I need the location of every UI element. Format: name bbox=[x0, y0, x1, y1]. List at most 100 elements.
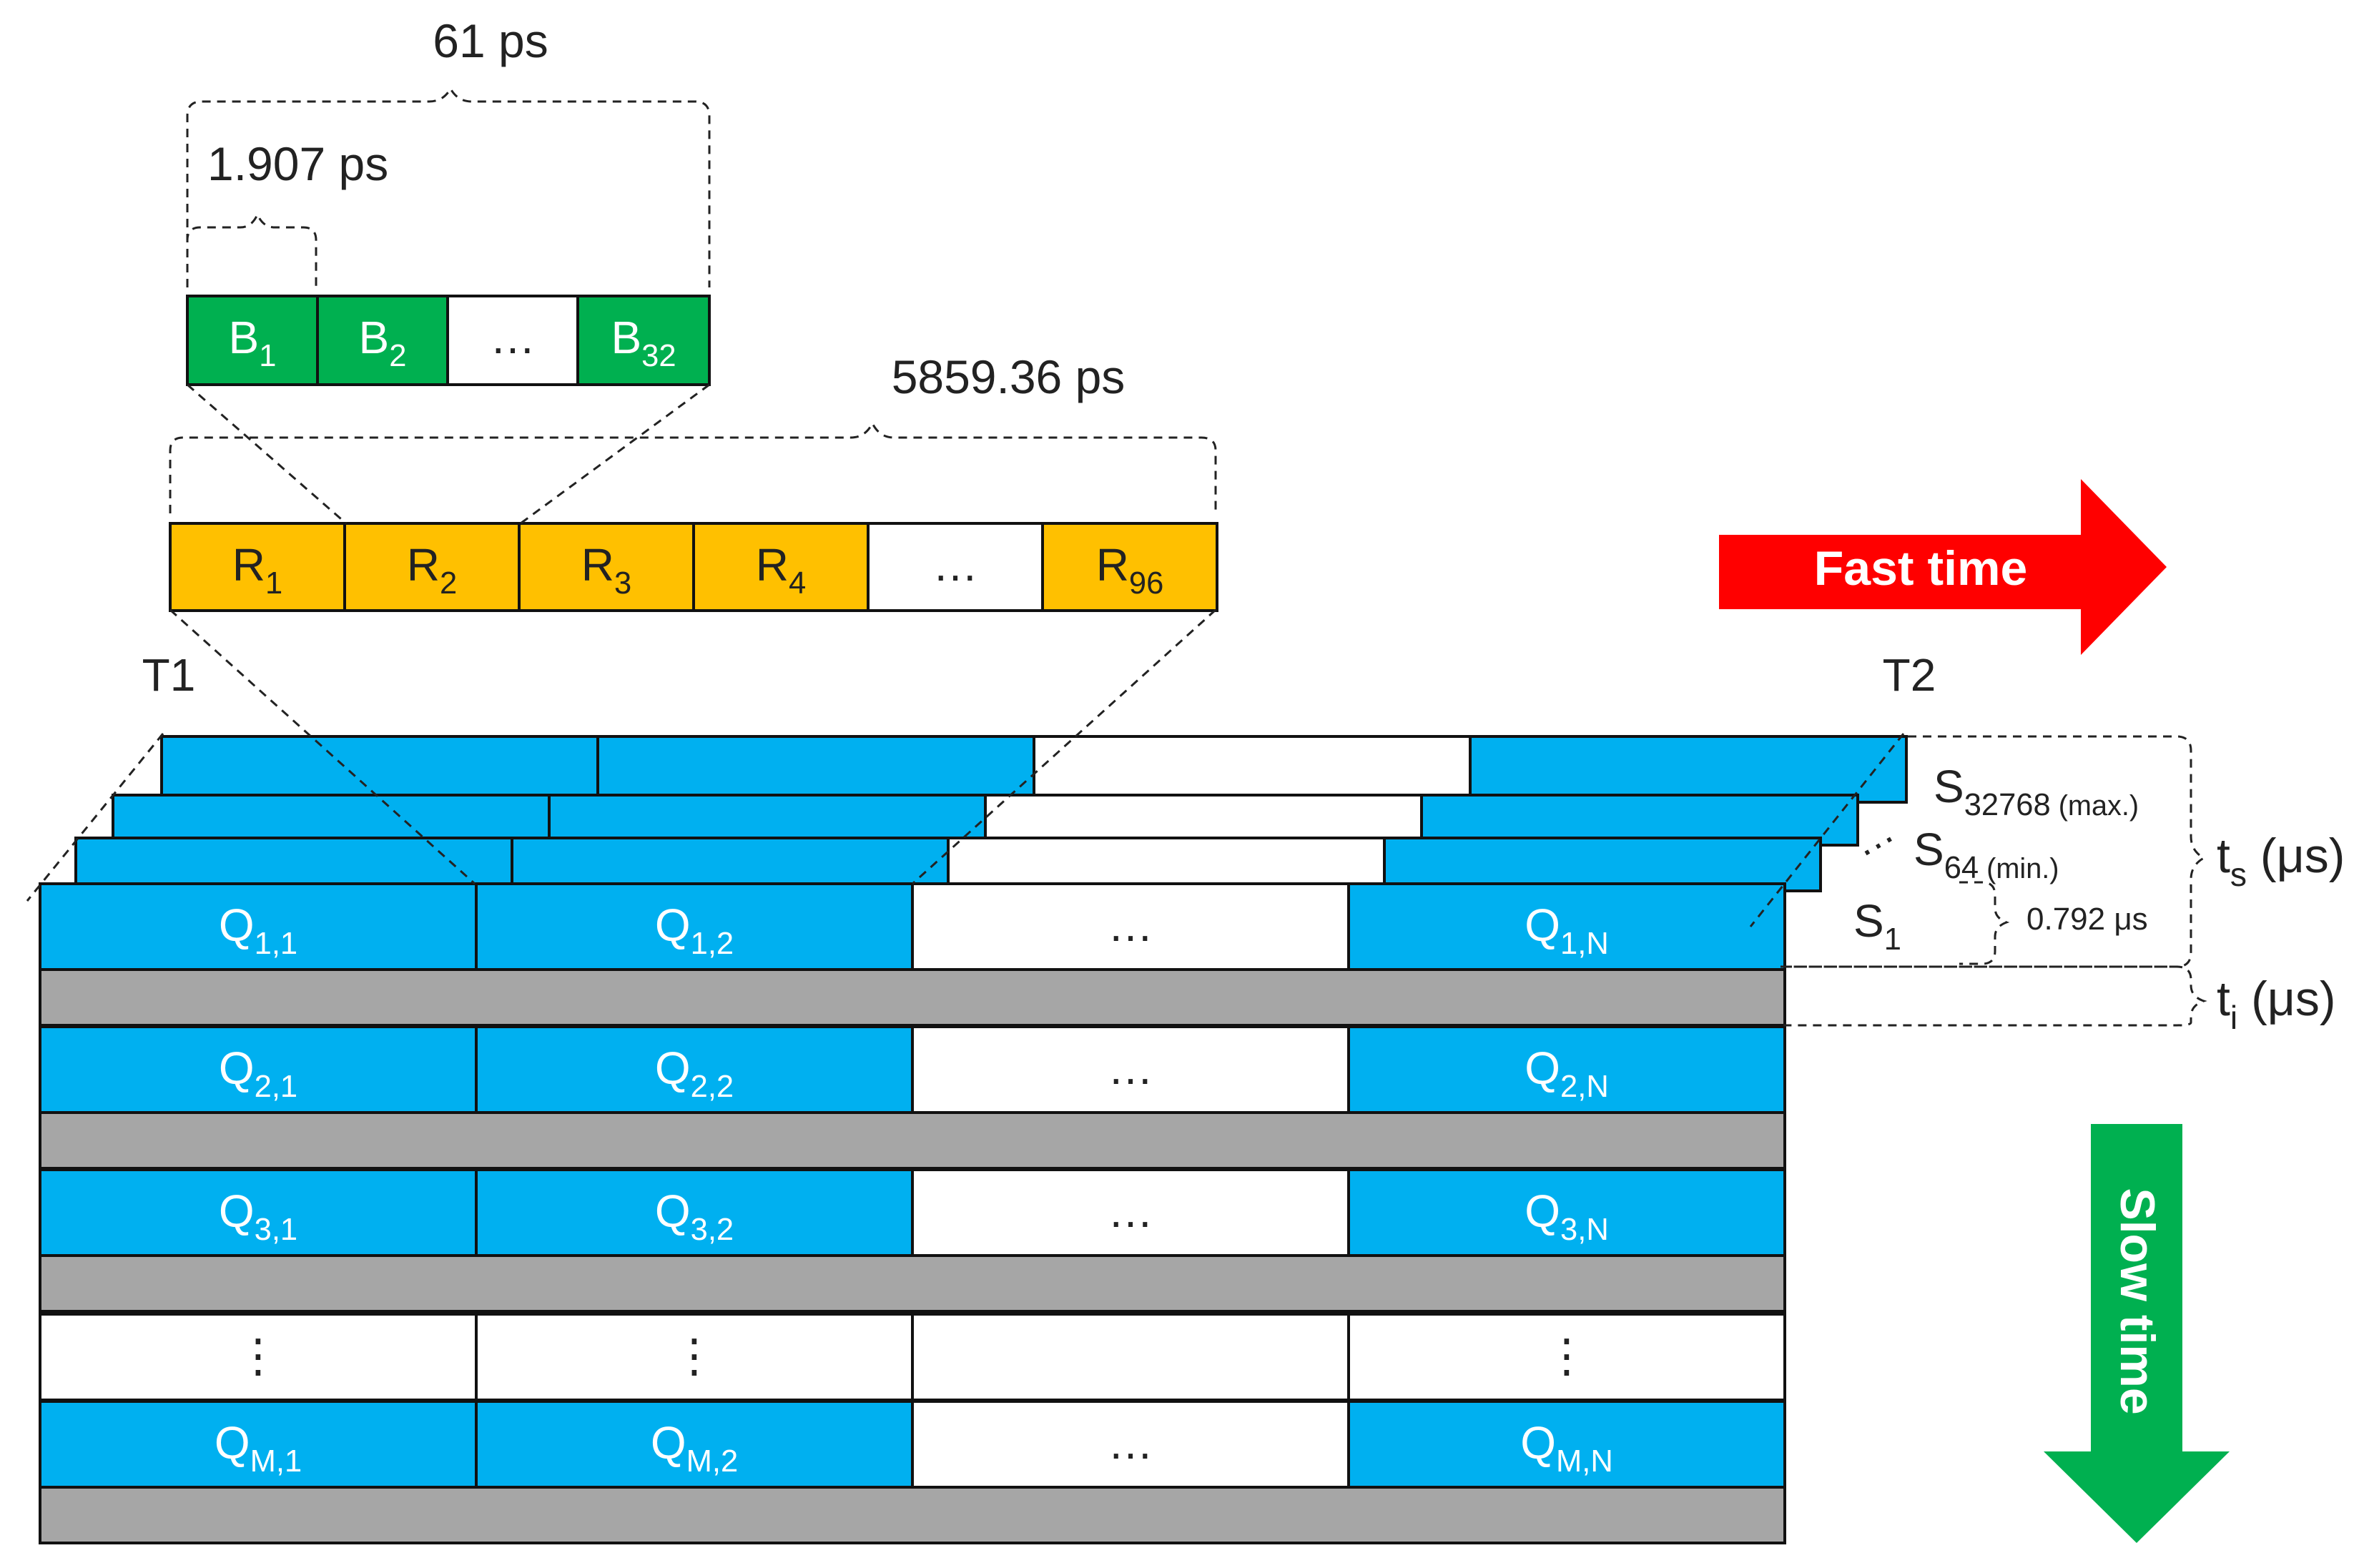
time-labels: ts (μs)ti (μs) bbox=[2217, 829, 2345, 1036]
grid-cell-label: Q2,1 bbox=[219, 1042, 297, 1104]
range-bin-cell bbox=[169, 522, 346, 612]
label-t1: T1 bbox=[142, 649, 196, 701]
brace-0792us bbox=[1959, 881, 2010, 965]
ti-label-base: t bbox=[2217, 972, 2230, 1026]
grid-cell-label: … bbox=[1108, 899, 1153, 951]
range-bin-label-base: … bbox=[932, 539, 978, 591]
sweep-layer-cell bbox=[1469, 735, 1908, 804]
sweep-label: S1 bbox=[1853, 895, 1901, 957]
brace-5859ps bbox=[169, 420, 1217, 513]
bit-cell-label: … bbox=[490, 312, 536, 363]
range-bin-cell bbox=[518, 522, 695, 612]
ts-label-suffix: (μs) bbox=[2247, 829, 2345, 883]
range-bin-cell bbox=[1041, 522, 1218, 612]
grid-cell-label-base: Q bbox=[655, 1185, 691, 1237]
ti-label-suffix: (μs) bbox=[2237, 972, 2335, 1026]
grid-cell-label-base: Q bbox=[219, 1042, 255, 1094]
sweep-labels: S32768 (max.)S64 (min.)S1 bbox=[1853, 761, 2139, 957]
bit-cell bbox=[446, 295, 579, 386]
range-bin-label: R3 bbox=[581, 539, 631, 601]
range-bin-label: R2 bbox=[407, 539, 457, 601]
grid-cell-label-subscript: 3,2 bbox=[691, 1213, 734, 1247]
sweep-layer-cell bbox=[1033, 735, 1472, 804]
grid-cell-label: Q3,N bbox=[1525, 1185, 1609, 1247]
grid-cell-label-base: Q bbox=[215, 1417, 250, 1469]
grid-cell bbox=[475, 1168, 914, 1257]
sweep-label-subscript: 32768 bbox=[1964, 788, 2051, 822]
range-bin-cell bbox=[343, 522, 521, 612]
grid-cell-label: Q1,N bbox=[1525, 899, 1609, 961]
grid-cell bbox=[475, 882, 914, 971]
brace-ts bbox=[1781, 735, 2207, 968]
grid-cell-label: Q3,1 bbox=[219, 1185, 297, 1247]
ts-label-base: t bbox=[2217, 829, 2230, 883]
label-5859ps: 5859.36 ps bbox=[892, 350, 1126, 403]
sweep-label-base: S bbox=[1914, 824, 1944, 875]
zoom-guide-lines bbox=[26, 383, 1905, 927]
bit-cell-label: B2 bbox=[359, 312, 407, 373]
grid-cell-label-base: ⋮ bbox=[671, 1330, 717, 1381]
range-bin-label-base: R bbox=[1096, 539, 1129, 591]
grid-cell-label-subscript: M,1 bbox=[250, 1444, 302, 1479]
grid-cell bbox=[39, 1400, 478, 1489]
range-bin-label: R96 bbox=[1096, 539, 1164, 601]
grid-cell bbox=[911, 1168, 1350, 1257]
grid-cell-label: … bbox=[1108, 1417, 1153, 1469]
range-bin-label-subscript: 4 bbox=[789, 566, 806, 601]
ti-label: ti (μs) bbox=[2217, 972, 2336, 1036]
brace-61ps bbox=[186, 86, 711, 287]
sweep-label-suffix: (min.) bbox=[1979, 853, 2059, 884]
grid-cell-label-subscript: 1,2 bbox=[691, 927, 734, 961]
grid-cell bbox=[1347, 882, 1786, 971]
label-1907ps: 1.907 ps bbox=[207, 137, 388, 190]
range-bin-label-base: R bbox=[407, 539, 440, 591]
bit-cell-label: B32 bbox=[611, 312, 676, 373]
grid-cell-label: QM,N bbox=[1520, 1417, 1613, 1479]
slow-time-arrow: Slow time bbox=[2044, 1124, 2230, 1543]
grid-cell-label-base: Q bbox=[655, 899, 691, 951]
grid-cell-label-base: Q bbox=[1520, 1417, 1556, 1469]
grid-cell bbox=[39, 1168, 478, 1257]
bit-cell-label: B1 bbox=[229, 312, 277, 373]
bit-cell-label-subscript: 1 bbox=[259, 339, 276, 373]
sweep-label-base: S bbox=[1934, 761, 1964, 812]
grid-cell-label: ⋮ bbox=[671, 1330, 717, 1381]
label-t2: T2 bbox=[1883, 649, 1936, 701]
grid-cell-label-subscript: M,N bbox=[1556, 1444, 1613, 1479]
bit-cell-label-base: … bbox=[490, 312, 536, 363]
range-bin-label-base: R bbox=[756, 539, 789, 591]
grid-cell-label-subscript: 3,N bbox=[1560, 1213, 1609, 1247]
fast-time-label: Fast time bbox=[1814, 541, 2028, 596]
grid-cell bbox=[911, 1313, 1350, 1401]
grid-cell-label-base: Q bbox=[1525, 1042, 1560, 1094]
sweep-label-subscript: 1 bbox=[1884, 922, 1901, 957]
grid-cell-label: QM,1 bbox=[215, 1417, 302, 1479]
grid-cell-label-base: Q bbox=[219, 1185, 255, 1237]
sweep-layer-cell bbox=[511, 837, 950, 892]
grid-cell-label: Q3,2 bbox=[655, 1185, 734, 1247]
grid-cell-label: Q2,N bbox=[1525, 1042, 1609, 1104]
bit-cell-label-subscript: 2 bbox=[389, 339, 406, 373]
grid-cell-label-subscript: M,2 bbox=[686, 1444, 739, 1479]
grid-cell bbox=[475, 1025, 914, 1114]
range-bin-label: R4 bbox=[756, 539, 806, 601]
interval-bar bbox=[39, 1486, 1786, 1544]
grid-cell-label-base: Q bbox=[219, 899, 255, 951]
grid-cell-label-base: Q bbox=[655, 1042, 691, 1094]
sweep-label: S32768 (max.) bbox=[1934, 761, 2139, 822]
range-bin-label: R1 bbox=[232, 539, 282, 601]
grid-cell-label-subscript: 1,1 bbox=[255, 927, 298, 961]
grid-cell-label: ⋮ bbox=[1544, 1330, 1590, 1381]
grid-cell-label-base: … bbox=[1108, 1042, 1153, 1094]
range-bin-label-subscript: 3 bbox=[614, 566, 631, 601]
ts-label-subscript: s bbox=[2230, 856, 2247, 893]
grid-cell-label: … bbox=[1108, 1185, 1153, 1237]
range-bin-label-base: R bbox=[232, 539, 265, 591]
grid-cell-label: ⋮ bbox=[235, 1330, 281, 1381]
sweep-label-subscript: 64 bbox=[1944, 851, 1979, 885]
interval-bar bbox=[39, 1111, 1786, 1170]
range-bin-label-subscript: 2 bbox=[440, 566, 457, 601]
sweep-layer-cell bbox=[160, 735, 599, 804]
range-bin-label-subscript: 96 bbox=[1129, 566, 1163, 601]
